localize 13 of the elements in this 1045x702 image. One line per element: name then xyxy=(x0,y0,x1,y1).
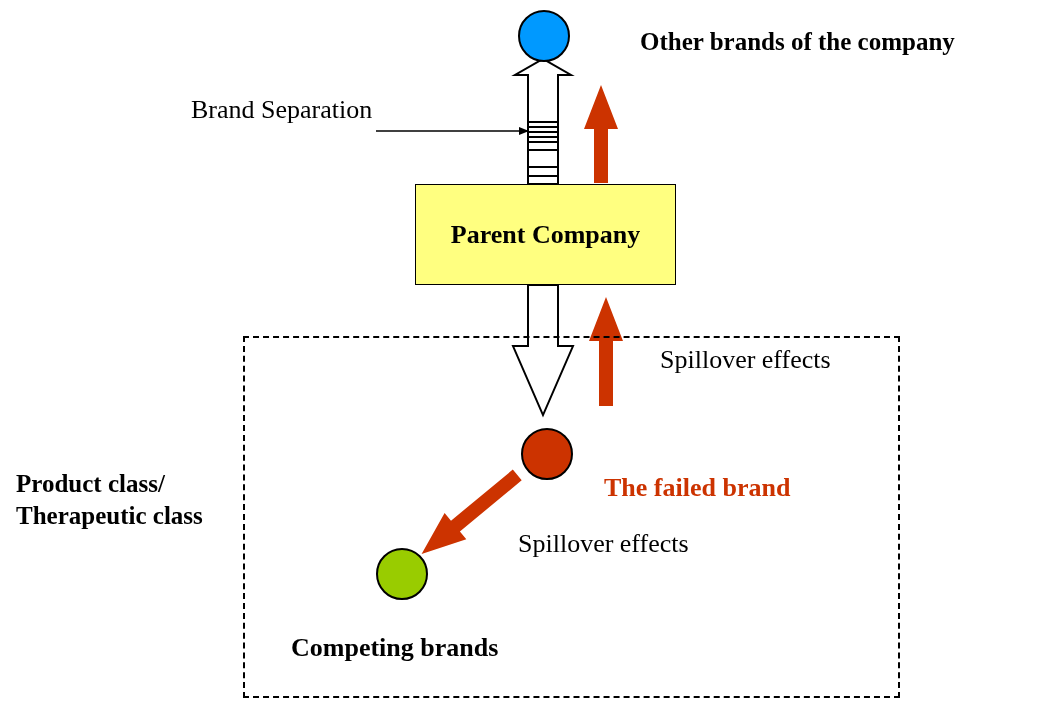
thick-arrow xyxy=(589,297,623,406)
brand-group-label: Other brands of the company xyxy=(640,27,955,57)
separation-marks xyxy=(529,121,557,143)
failed-brand-label: The failed brand xyxy=(604,472,791,504)
block-arrow xyxy=(511,284,575,418)
company-box xyxy=(415,184,676,285)
arrow xyxy=(375,127,529,135)
company-label: Parent Company xyxy=(450,218,641,251)
competitor-label: Competing brands xyxy=(291,632,499,664)
separation-label: Brand Separation xyxy=(191,94,373,126)
thick-arrow xyxy=(421,469,522,555)
thick-arrow xyxy=(584,85,618,183)
class-heading: Product class/ Therapeutic class xyxy=(16,469,204,531)
